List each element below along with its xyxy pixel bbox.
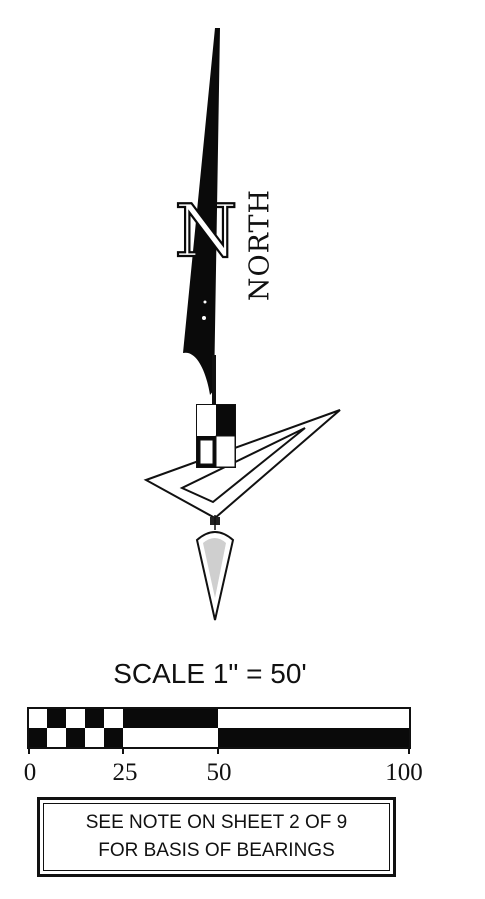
scale-tick-label: 0 — [24, 759, 37, 786]
scale-tick-label: 50 — [207, 759, 232, 786]
scale-segment — [66, 728, 85, 748]
target-block-icon — [196, 404, 236, 468]
needle-speck — [202, 316, 206, 320]
north-arrow-shaft — [212, 355, 216, 410]
scale-tick-label: 100 — [385, 759, 422, 786]
scale-bar: 0 25 50 100 — [24, 707, 422, 786]
bearings-note-box: SEE NOTE ON SHEET 2 OF 9 FOR BASIS OF BE… — [37, 797, 396, 877]
scale-segment — [218, 728, 410, 748]
scale-segment — [47, 708, 66, 728]
scale-segment — [66, 708, 85, 728]
north-label: NORTH — [245, 189, 276, 301]
scale-title: SCALE 1" = 50' — [113, 658, 307, 689]
plumb-bob-icon — [195, 515, 235, 621]
north-arrow-icon — [183, 28, 220, 395]
scale-segment — [85, 728, 104, 748]
north-label-text: NORTH — [244, 188, 276, 302]
needle-speck — [203, 300, 207, 304]
scale-tick-label: 25 — [113, 759, 138, 786]
north-arrow-graphic: N — [143, 28, 341, 621]
north-letter-n: N — [175, 189, 238, 273]
scale-segment — [123, 708, 218, 728]
scale-segment — [85, 708, 104, 728]
scale-segment — [218, 708, 410, 728]
note-line-1: SEE NOTE ON SHEET 2 OF 9 — [85, 812, 348, 833]
scale-segment — [28, 708, 47, 728]
scale-segment — [104, 708, 123, 728]
scale-segment — [28, 728, 47, 748]
bearings-note-inner: SEE NOTE ON SHEET 2 OF 9 FOR BASIS OF BE… — [43, 803, 390, 871]
scale-segment — [47, 728, 66, 748]
note-line-2: FOR BASIS OF BEARINGS — [98, 840, 335, 861]
triangle-ruler-icon — [143, 409, 341, 520]
scale-segment — [104, 728, 123, 748]
scale-segment — [123, 728, 218, 748]
